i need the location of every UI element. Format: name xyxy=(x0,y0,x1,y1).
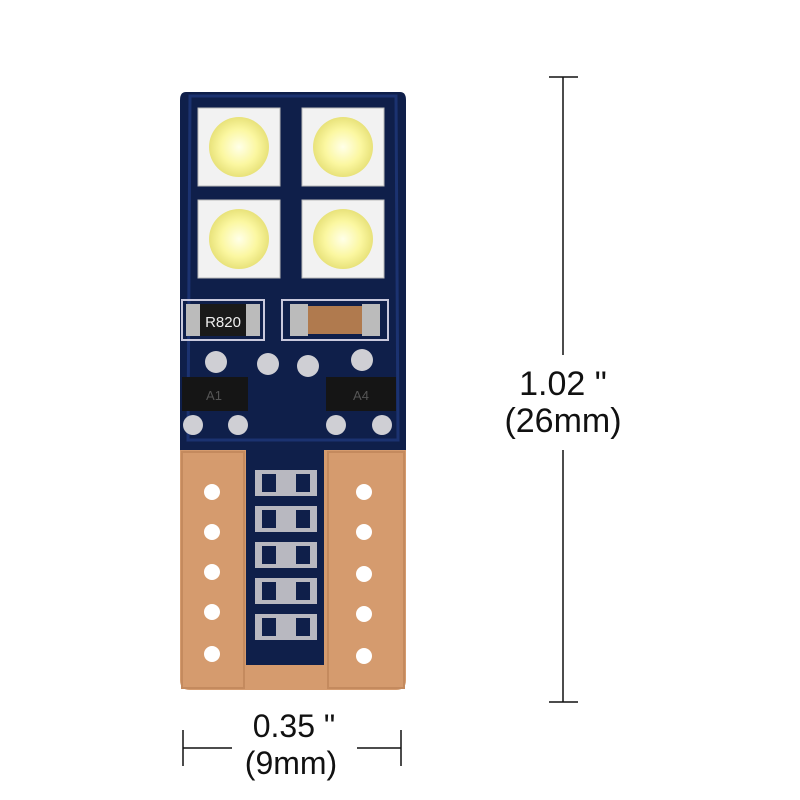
transistor-left: A1 xyxy=(182,377,248,411)
transistor-left-label: A1 xyxy=(206,388,222,403)
led-chip xyxy=(197,199,281,279)
width-inches-label: 0.35 " xyxy=(253,708,336,744)
capacitor-chip xyxy=(281,299,389,341)
led-chip xyxy=(301,107,385,187)
height-dimension xyxy=(549,76,578,703)
height-mm-label: (26mm) xyxy=(504,402,621,440)
width-mm-label: (9mm) xyxy=(245,745,337,781)
led-chip xyxy=(301,199,385,279)
led-chip-group xyxy=(197,107,385,279)
transistor-right: A4 xyxy=(326,377,396,411)
copper-contacts xyxy=(180,450,406,690)
width-dimension xyxy=(182,730,402,766)
resistor-chip: R820 xyxy=(181,299,265,341)
height-inches-label: 1.02 " xyxy=(519,365,607,403)
solder-pads xyxy=(183,349,392,435)
resistor-label: R820 xyxy=(205,314,241,331)
led-chip xyxy=(197,107,281,187)
transistor-right-label: A4 xyxy=(353,388,369,403)
